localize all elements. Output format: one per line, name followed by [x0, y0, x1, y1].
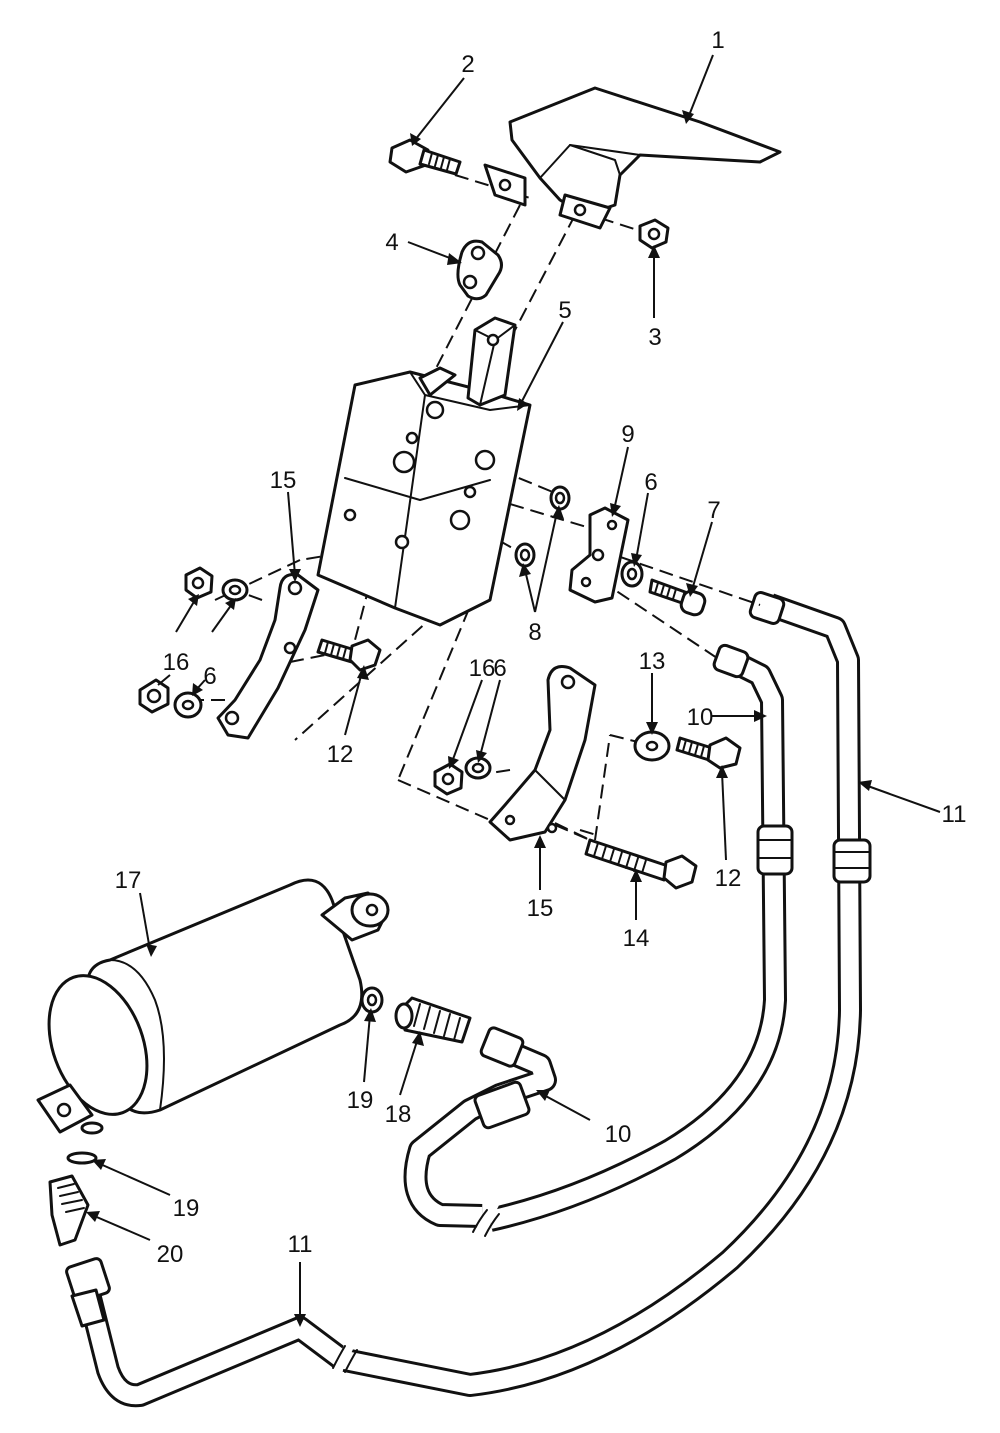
callout-16-right: 16 [469, 655, 496, 682]
callout-15-right: 15 [527, 895, 554, 922]
callout-6-left: 6 [203, 663, 216, 690]
part-12-bolt-left [316, 638, 382, 672]
part-6-washer-left-lower [173, 691, 203, 719]
part-15-bracket-right [488, 665, 597, 842]
tube-10 [403, 643, 794, 1232]
callout-leaders [86, 54, 941, 1327]
part-12-bolt-right [675, 736, 742, 770]
callout-10-upper: 10 [687, 704, 714, 731]
part-20-elbow-fitting [48, 1174, 90, 1247]
part-16-nut-left-upper [184, 566, 214, 600]
part-6-washer-left-upper [221, 578, 249, 602]
callout-6-right: 6 [493, 655, 506, 682]
tube-11 [65, 591, 872, 1408]
part-16-nut-left-lower [138, 678, 170, 714]
part-8-o-rings [514, 485, 571, 568]
part-2-bolt [388, 138, 462, 176]
part-1-top-cover [483, 86, 782, 230]
callout-16-left: 16 [163, 649, 190, 676]
part-14-long-bolt [584, 838, 698, 890]
callout-20: 20 [157, 1241, 184, 1268]
part-3-nut [638, 218, 670, 250]
part-17-accumulator [36, 878, 390, 1135]
part-7-cap-screw [648, 578, 707, 617]
part-19-seal-upper [360, 986, 384, 1014]
callout-1: 1 [711, 27, 724, 54]
part-6-washer-right [464, 756, 492, 780]
callout-6-upper: 6 [644, 469, 657, 496]
callout-12-left: 12 [327, 741, 354, 768]
callout-17: 17 [115, 867, 142, 894]
part-19-seal-lower [66, 1151, 98, 1165]
callout-12-right: 12 [715, 865, 742, 892]
callout-4: 4 [385, 229, 398, 256]
part-5-valve-block [316, 316, 532, 627]
tube-break-marks [330, 1197, 501, 1378]
callout-numbers: 1 2 3 4 5 6 7 8 9 15 16 6 12 16 6 13 10 … [115, 27, 967, 1268]
callout-8: 8 [528, 619, 541, 646]
part-6-washer-upper [620, 560, 644, 588]
callout-18: 18 [385, 1101, 412, 1128]
part-16-nut-right [433, 762, 464, 796]
part-4-link-plate [456, 239, 503, 301]
part-9-spacer-plate [568, 506, 630, 604]
callout-19-upper: 19 [347, 1087, 374, 1114]
part-13-washer [633, 730, 671, 762]
callout-7: 7 [707, 497, 720, 524]
callout-19-lower: 19 [173, 1195, 200, 1222]
callout-2: 2 [461, 51, 474, 78]
callout-5: 5 [558, 297, 571, 324]
callout-14: 14 [623, 925, 650, 952]
callout-15-left: 15 [270, 467, 297, 494]
callout-3: 3 [648, 324, 661, 351]
part-18-fitting [394, 996, 472, 1044]
callout-9: 9 [621, 421, 634, 448]
callout-11-right: 11 [942, 801, 967, 828]
callout-11-lower: 11 [288, 1231, 313, 1258]
callout-10-lower: 10 [605, 1121, 632, 1148]
callout-13: 13 [639, 648, 666, 675]
